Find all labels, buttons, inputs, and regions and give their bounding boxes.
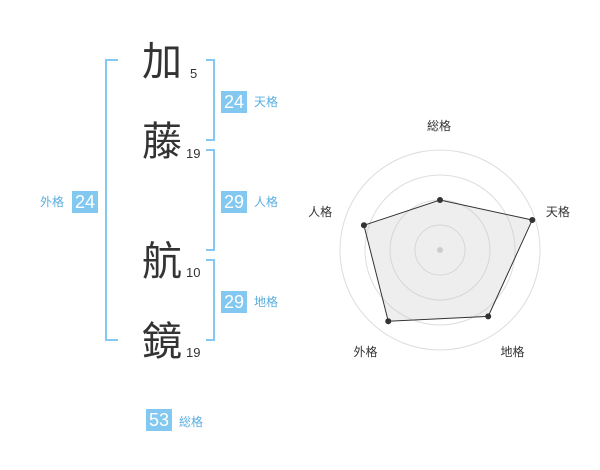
stroke-count-1: 5 [190, 66, 198, 81]
radar-axis-label-1: 総格 [427, 119, 452, 133]
tenkaku-value: 24 [221, 91, 248, 113]
stroke-count-2: 19 [186, 146, 201, 161]
radar-point-4 [385, 318, 392, 325]
radar-point-2 [529, 217, 536, 224]
radar-ring [414, 224, 466, 276]
stroke-count-3: 10 [186, 265, 201, 280]
radar-point-3 [485, 313, 492, 320]
radar-axis-label-4: 外格 [353, 345, 378, 360]
gaikaku-bracket [105, 59, 118, 341]
jinkaku-value: 29 [221, 191, 248, 213]
jinkaku-label: 人格 [254, 195, 279, 209]
chikaku-value: 29 [221, 291, 248, 313]
radar-ring [364, 174, 516, 326]
radar-axis-label-5: 人格 [308, 205, 333, 220]
radar-ring [339, 149, 541, 351]
stroke-count-4: 19 [186, 345, 201, 360]
name-char-3: 航 [142, 239, 182, 285]
radar-series-polygon [363, 199, 533, 322]
radar-axis-label-2: 天格 [545, 205, 570, 220]
name-char-2: 藤 [142, 119, 182, 165]
gaikaku-label: 外格 [40, 195, 65, 209]
tenkaku-label: 天格 [254, 95, 279, 109]
soukaku-value: 53 [146, 409, 173, 431]
name-char-4: 鏡 [142, 319, 182, 365]
radar-axis-label-3: 地格 [500, 345, 525, 360]
tenkaku-bracket [206, 59, 215, 141]
jinkaku-bracket [206, 149, 215, 251]
gaikaku-value: 24 [72, 191, 99, 213]
radar-point-1 [437, 197, 443, 203]
name-char-1: 加 [142, 39, 182, 85]
soukaku-label: 総格 [179, 415, 204, 429]
radar-point-5 [360, 222, 367, 229]
chikaku-bracket [206, 259, 215, 341]
chikaku-label: 地格 [254, 295, 279, 309]
radar-center-dot [437, 247, 443, 253]
